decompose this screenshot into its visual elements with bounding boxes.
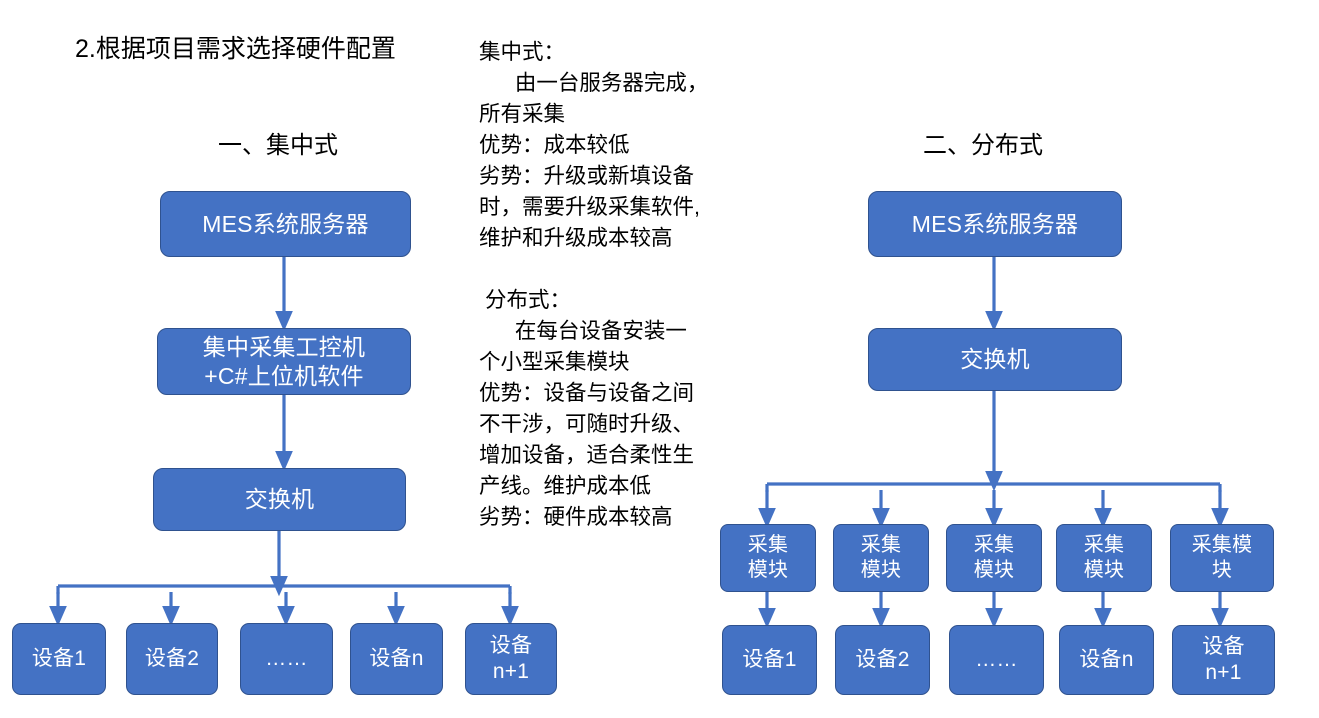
node-label-line1: 采集 xyxy=(860,534,902,556)
node-distributed-module-4[interactable]: 采集 模块 xyxy=(1056,524,1152,592)
node-label-line1: 设备2 xyxy=(855,648,910,671)
section-title-central: 一、集中式 xyxy=(218,132,338,159)
node-central-device-n[interactable]: 设备n xyxy=(350,623,443,695)
node-label-line2: 模块 xyxy=(747,559,789,581)
node-label-line2: 块 xyxy=(1211,559,1233,581)
node-distributed-device-ellipsis[interactable]: …… xyxy=(949,625,1044,695)
node-distributed-module-3[interactable]: 采集 模块 xyxy=(946,524,1042,592)
node-label-line2: 模块 xyxy=(973,559,1015,581)
node-distributed-switch[interactable]: 交换机 xyxy=(868,328,1122,391)
node-label-line1: 设备n xyxy=(1079,648,1134,671)
node-central-switch[interactable]: 交换机 xyxy=(153,468,406,531)
node-distributed-module-1[interactable]: 采集 模块 xyxy=(720,524,816,592)
node-distributed-device-2[interactable]: 设备2 xyxy=(835,625,930,695)
node-distributed-module-2[interactable]: 采集 模块 xyxy=(833,524,929,592)
node-central-device-1[interactable]: 设备1 xyxy=(12,623,106,695)
node-central-device-2[interactable]: 设备2 xyxy=(126,623,218,695)
node-label: MES系统服务器 xyxy=(202,210,369,237)
node-distributed-device-n-plus-1[interactable]: 设备 n+1 xyxy=(1172,625,1275,695)
page-title: 2.根据项目需求选择硬件配置 xyxy=(75,35,396,63)
node-label-line1: 采集 xyxy=(973,534,1015,556)
node-label-line1: 设备 xyxy=(489,634,533,657)
node-label: 交换机 xyxy=(960,346,1030,372)
node-label-line2: n+1 xyxy=(492,660,530,683)
note-distributed: 分布式： 在每台设备安装一 个小型采集模块 优势：设备与设备之间 不干涉，可随时… xyxy=(479,288,695,529)
node-central-device-ellipsis[interactable]: …… xyxy=(240,623,333,695)
node-label: 交换机 xyxy=(244,486,315,512)
node-label-line1: 采集 xyxy=(1083,534,1125,556)
node-label-line1: 设备1 xyxy=(742,648,797,671)
node-label-line1: 集中采集工控机 xyxy=(202,333,366,360)
node-label-line2: +C#上位机软件 xyxy=(204,362,364,389)
node-label-line1: …… xyxy=(265,647,308,670)
node-label-line1: 采集模 xyxy=(1191,534,1253,556)
note-central: 集中式： 由一台服务器完成， 所有采集 优势：成本较低 劣势：升级或新填设备 时… xyxy=(479,40,709,250)
node-central-mes-server[interactable]: MES系统服务器 xyxy=(160,191,411,257)
node-label-line1: 设备2 xyxy=(144,647,200,670)
node-label: MES系统服务器 xyxy=(911,210,1079,237)
node-central-device-n-plus-1[interactable]: 设备 n+1 xyxy=(465,623,557,695)
node-distributed-mes-server[interactable]: MES系统服务器 xyxy=(868,191,1122,257)
node-distributed-device-1[interactable]: 设备1 xyxy=(722,625,817,695)
node-label-line1: 设备n xyxy=(369,647,424,670)
node-distributed-module-5[interactable]: 采集模 块 xyxy=(1170,524,1274,592)
node-label-line2: 模块 xyxy=(1083,559,1125,581)
node-label-line2: n+1 xyxy=(1205,661,1242,684)
node-label-line1: 设备 xyxy=(1202,635,1245,658)
node-distributed-device-n[interactable]: 设备n xyxy=(1059,625,1154,695)
node-label-line1: …… xyxy=(975,648,1018,671)
node-label-line1: 采集 xyxy=(747,534,789,556)
node-label-line1: 设备1 xyxy=(31,647,87,670)
node-central-collector[interactable]: 集中采集工控机 +C#上位机软件 xyxy=(157,328,411,395)
node-label-line2: 模块 xyxy=(860,559,902,581)
section-title-distributed: 二、分布式 xyxy=(923,132,1043,159)
